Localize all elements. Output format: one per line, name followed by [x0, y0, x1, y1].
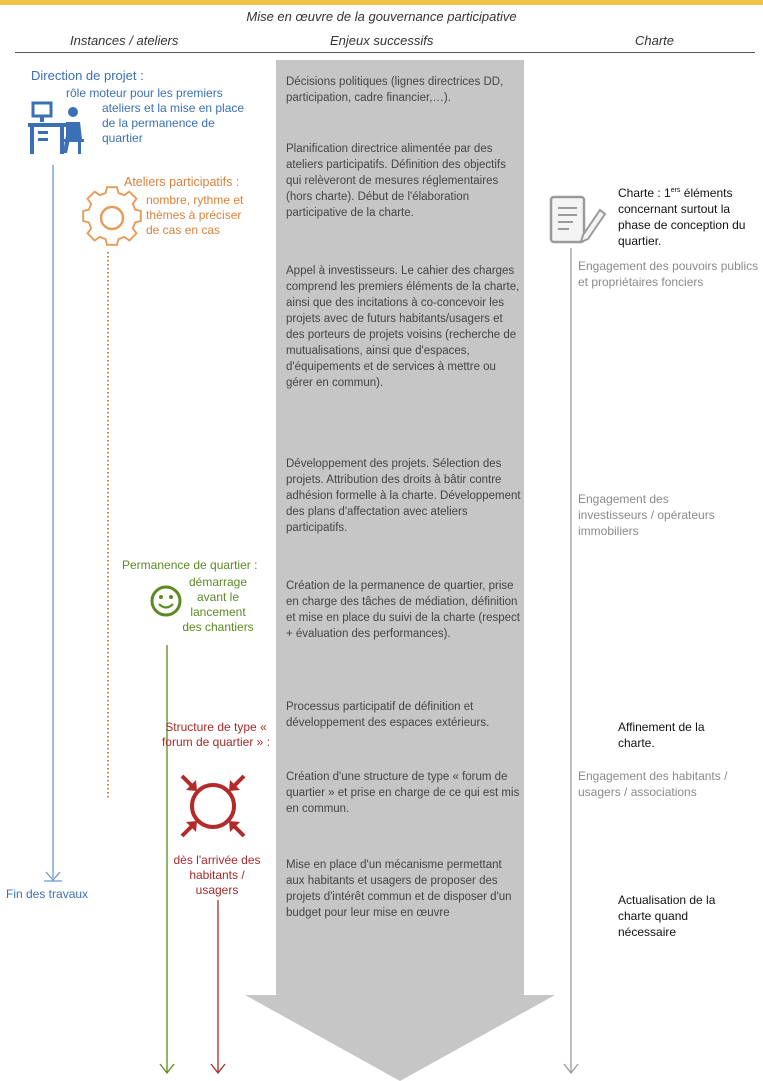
enjeu-2: Planification directrice alimentée par d…	[286, 143, 506, 219]
direction-title: Direction de projet :	[31, 68, 144, 83]
actualisation-charte: Actualisation de la charte quand nécessa…	[618, 893, 716, 939]
affinement-charte: Affinement de la charte.	[618, 720, 705, 750]
structure-title: Structure de type « forum de quartier » …	[161, 720, 271, 749]
engagement-pouvoirs-publics: Engagement des pouvoirs publics et propr…	[578, 259, 759, 289]
permanence-title: Permanence de quartier :	[122, 558, 258, 572]
gear-icon	[82, 186, 142, 246]
enjeu-5: Création de la permanence de quartier, p…	[286, 580, 520, 640]
header-divider	[15, 52, 755, 53]
column-header-instances: Instances / ateliers	[70, 33, 179, 48]
structure-desc: dès l'arrivée des habitants / usagers	[173, 853, 261, 897]
forum-timeline-arrowhead	[210, 1063, 226, 1075]
enjeu-7: Création d'une structure de type « forum…	[286, 771, 520, 815]
enjeu-8: Mise en place d'un mécanisme permettant …	[286, 859, 512, 919]
top-accent-bar	[0, 0, 763, 5]
ateliers-title: Ateliers participatifs :	[124, 175, 240, 189]
enjeu-6: Processus participatif de définition et …	[286, 701, 490, 729]
document-pen-icon	[549, 195, 607, 244]
column-header-charte: Charte	[635, 33, 675, 48]
engagement-habitants: Engagement des habitants / usagers / ass…	[578, 769, 728, 799]
permanence-timeline-arrowhead	[159, 1063, 175, 1075]
enjeu-3: Appel à investisseurs. Le cahier des cha…	[286, 265, 520, 389]
timeline-big-arrow	[245, 60, 555, 1081]
direction-desc-1: rôle moteur pour les premiers	[66, 86, 223, 100]
enjeu-1: Décisions politiques (lignes directrices…	[286, 76, 504, 104]
direction-desc-2: ateliers et la mise en place de la perma…	[102, 101, 245, 145]
desk-person-icon	[28, 101, 84, 154]
fin-des-travaux: Fin des travaux	[6, 887, 89, 901]
permanence-desc: démarrage avant le lancement des chantie…	[182, 575, 254, 634]
converging-arrows-circle-icon	[180, 774, 246, 838]
direction-timeline-arrowhead	[45, 871, 61, 881]
ateliers-desc: nombre, rythme et thèmes à préciser de c…	[146, 193, 244, 237]
diagram-title: Mise en œuvre de la gouvernance particip…	[246, 9, 517, 24]
column-header-enjeux: Enjeux successifs	[330, 33, 434, 48]
enjeu-4: Développement des projets. Sélection des…	[286, 458, 521, 534]
engagement-investisseurs: Engagement des investisseurs / opérateur…	[578, 492, 715, 538]
charte-timeline-arrowhead	[563, 1063, 579, 1075]
charte-premiers-elements: Charte : 1ers éléments concernant surtou…	[618, 186, 746, 248]
smiley-icon	[150, 585, 182, 617]
